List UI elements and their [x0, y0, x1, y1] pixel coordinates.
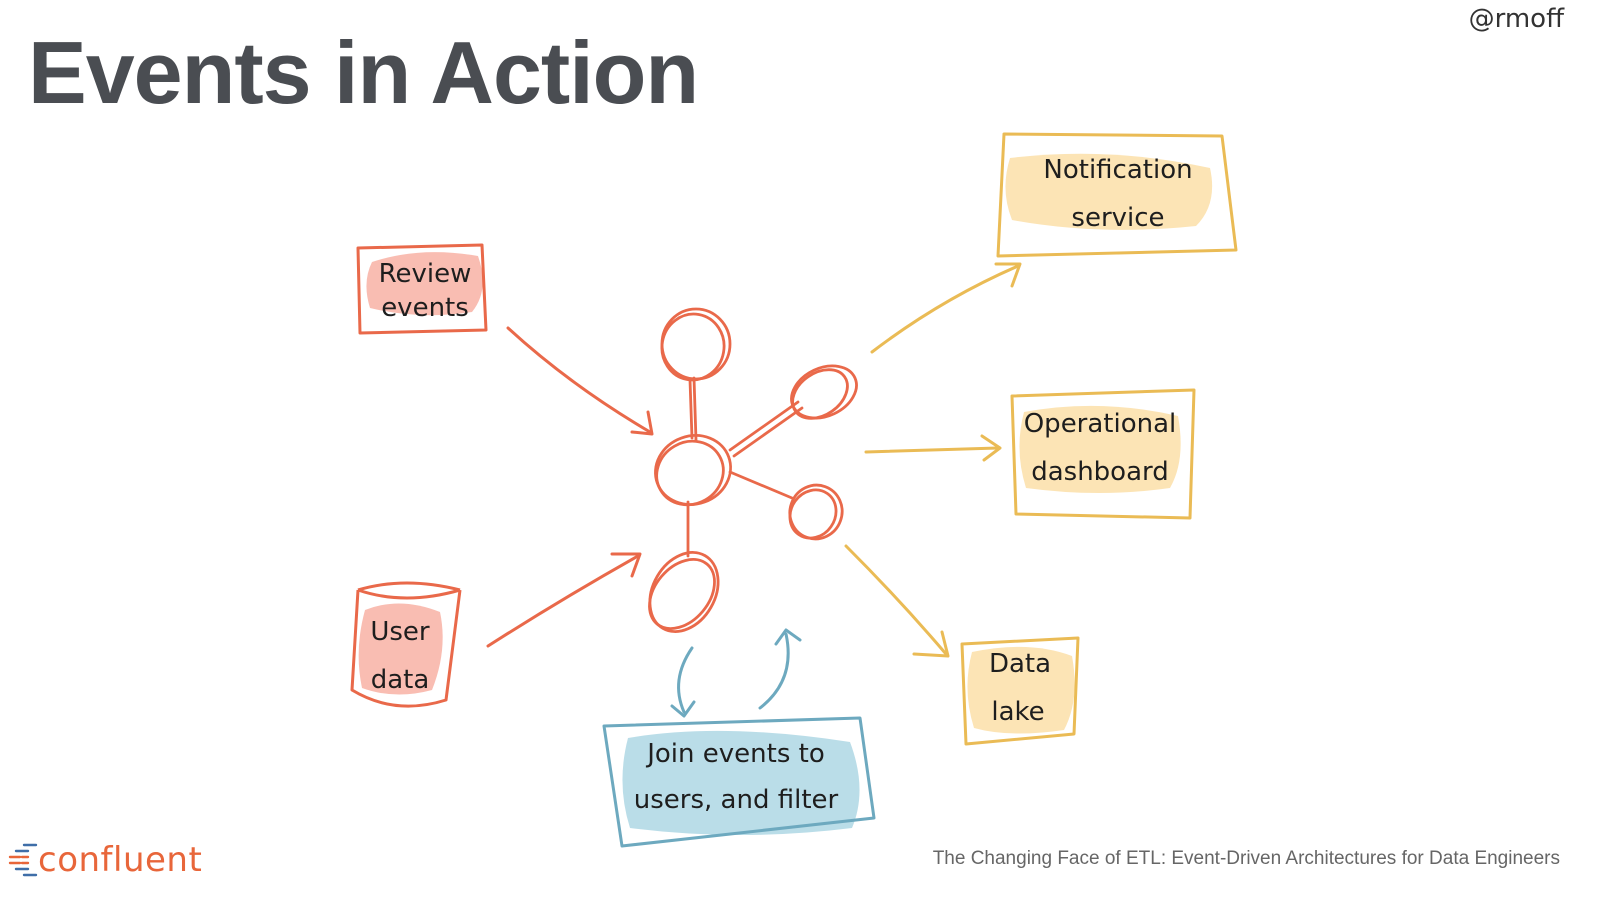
notification-service-label-line-1: Notification	[1043, 155, 1192, 185]
arrow-user-to-hub	[486, 554, 640, 648]
user-data-label-line-1: User	[370, 617, 430, 647]
notification-service-node: Notification service	[996, 132, 1238, 258]
confluent-logo: confluent	[6, 840, 202, 880]
arrow-hub-to-processing	[677, 646, 694, 714]
data-lake-label-line-1: Data	[989, 649, 1051, 679]
notification-service-label-line-2: service	[1071, 203, 1164, 233]
input-arrows	[486, 326, 654, 648]
author-handle: @rmoff	[1468, 4, 1564, 34]
user-data-label-line-2: data	[371, 665, 430, 695]
arrow-hub-to-notification	[870, 264, 1020, 354]
user-data-node: User data	[350, 581, 462, 708]
footer-subtitle: The Changing Face of ETL: Event-Driven A…	[932, 848, 1560, 869]
operational-dashboard-label-line-2: dashboard	[1031, 457, 1169, 487]
join-filter-label-line-2: users, and filter	[634, 785, 839, 815]
arrow-review-to-hub	[506, 326, 652, 434]
confluent-logo-text: confluent	[38, 840, 203, 880]
join-filter-node: Join events to users, and filter	[602, 716, 876, 848]
slide-title: Events in Action	[28, 23, 699, 122]
event-network-icon	[648, 307, 858, 633]
output-arrows	[844, 262, 1022, 658]
arrow-hub-to-dashboard	[864, 446, 1000, 454]
arrow-hub-to-datalake	[844, 544, 948, 656]
arrow-processing-to-hub	[758, 632, 790, 710]
confluent-logo-icon	[8, 843, 38, 877]
review-events-label-line-2: events	[381, 293, 469, 323]
processing-arrows	[670, 628, 802, 718]
review-events-node: Review events	[356, 243, 488, 335]
data-lake-label-line-2: lake	[991, 697, 1044, 727]
join-filter-label-line-1: Join events to	[645, 739, 825, 769]
review-events-label-line-1: Review	[379, 259, 472, 289]
data-lake-node: Data lake	[960, 636, 1080, 746]
operational-dashboard-node: Operational dashboard	[1010, 388, 1196, 520]
operational-dashboard-label-line-1: Operational	[1024, 409, 1177, 439]
